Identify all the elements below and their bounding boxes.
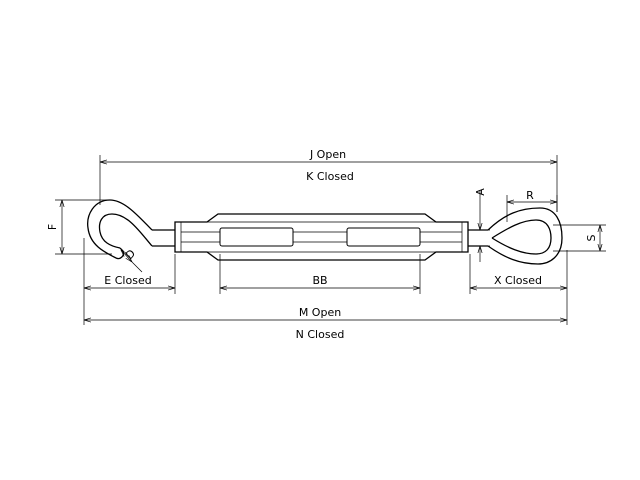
- label-j-open: J Open: [309, 148, 346, 161]
- right-slot: [346, 227, 421, 247]
- label-k-closed: K Closed: [306, 170, 354, 183]
- label-d: D: [123, 247, 138, 262]
- label-f: F: [46, 224, 59, 230]
- dimension-bb: [219, 254, 421, 294]
- dimension-j-k: [99, 155, 558, 212]
- dimension-r: [506, 195, 558, 222]
- dimension-a: [474, 190, 490, 262]
- label-n-closed: N Closed: [296, 328, 345, 341]
- label-bb: BB: [312, 274, 327, 287]
- turnbuckle-body: [174, 213, 469, 261]
- label-r: R: [526, 189, 534, 202]
- left-slot: [219, 227, 294, 247]
- dimension-s: [553, 224, 606, 252]
- label-e-closed: E Closed: [104, 274, 151, 287]
- label-s: S: [585, 234, 598, 241]
- eye-end: [468, 207, 563, 265]
- label-a: A: [474, 188, 487, 196]
- label-m-open: M Open: [299, 306, 341, 319]
- label-x-closed: X Closed: [494, 274, 542, 287]
- dimension-e: [83, 238, 176, 325]
- dimension-x: [469, 250, 568, 325]
- dimension-f: [55, 199, 112, 255]
- dimension-d: [121, 250, 143, 273]
